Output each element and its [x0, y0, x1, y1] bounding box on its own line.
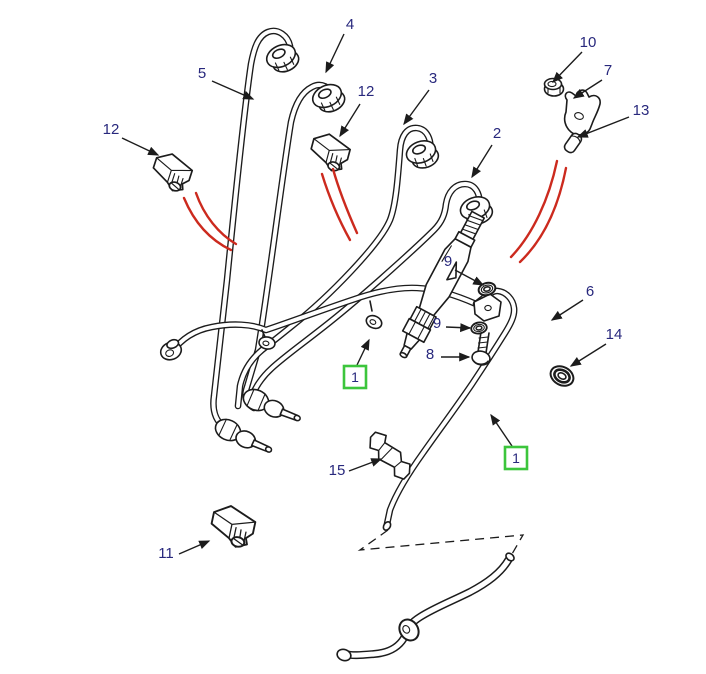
- pipe-clip-12-mid: [306, 129, 354, 175]
- hose-grommet: [398, 618, 420, 642]
- continuation-dashes: [357, 529, 525, 562]
- pin-13: [563, 132, 583, 154]
- injector-pipe-4: [242, 81, 337, 412]
- pipe-clip-12-left: [147, 149, 197, 196]
- injector-pipe-2: [248, 180, 483, 400]
- pipe-union-upper: [239, 384, 305, 429]
- pipe-clip-11: [206, 501, 259, 551]
- injector-pipe-5: [210, 27, 294, 431]
- callout-label-9-upper: 9: [444, 253, 452, 270]
- washer-9-lower: [469, 320, 489, 336]
- callout-label-13: 13: [633, 102, 650, 119]
- boxed-callout-1-lower[interactable]: 1: [503, 445, 529, 471]
- callout-label-11: 11: [158, 545, 174, 562]
- callout-label-14: 14: [606, 326, 623, 343]
- banjo-fitting: [473, 293, 502, 322]
- drain-hose: [336, 552, 515, 662]
- callout-label-8: 8: [426, 346, 434, 363]
- sealing-washer-14: [549, 365, 575, 387]
- leak-off-pipe-lower: [382, 287, 518, 531]
- injector-pipe-3: [234, 124, 434, 410]
- callout-label-7: 7: [604, 62, 612, 79]
- callout-label-15: 15: [329, 462, 346, 479]
- callout-label-4: 4: [346, 16, 354, 33]
- callout-label-10: 10: [580, 34, 597, 51]
- union-nut: [402, 136, 443, 174]
- callout-label-9-lower: 9: [433, 315, 441, 332]
- callout-label-5: 5: [198, 65, 206, 82]
- leak-off-pipe: [159, 284, 480, 361]
- leak-off-eyelet: [365, 314, 383, 330]
- callout-labels: 4 5 12 12 3 2 10 7 13 9 9 8 6 14 15 11: [103, 16, 650, 562]
- union-nut: [262, 39, 303, 79]
- boxed-callout-1-upper[interactable]: 1: [342, 364, 368, 390]
- banjo-eyelet: [159, 338, 183, 361]
- hose-clip-15: [369, 431, 411, 480]
- callout-label-3: 3: [429, 70, 437, 87]
- boxed-callout-label[interactable]: 1: [512, 450, 520, 466]
- leak-off-eyelet: [258, 336, 276, 350]
- leader-arrows: [121, 33, 630, 555]
- callout-label-12-mid: 12: [358, 83, 375, 100]
- callout-label-6: 6: [586, 283, 594, 300]
- banjo-bolt: [471, 331, 491, 366]
- callout-label-2: 2: [493, 125, 501, 142]
- clamp-bracket-7: [563, 89, 601, 136]
- callout-label-12-left: 12: [103, 121, 120, 138]
- boxed-callout-label[interactable]: 1: [351, 369, 359, 385]
- red-position-arrows: [182, 159, 568, 264]
- pipe-union-lower: [211, 414, 277, 461]
